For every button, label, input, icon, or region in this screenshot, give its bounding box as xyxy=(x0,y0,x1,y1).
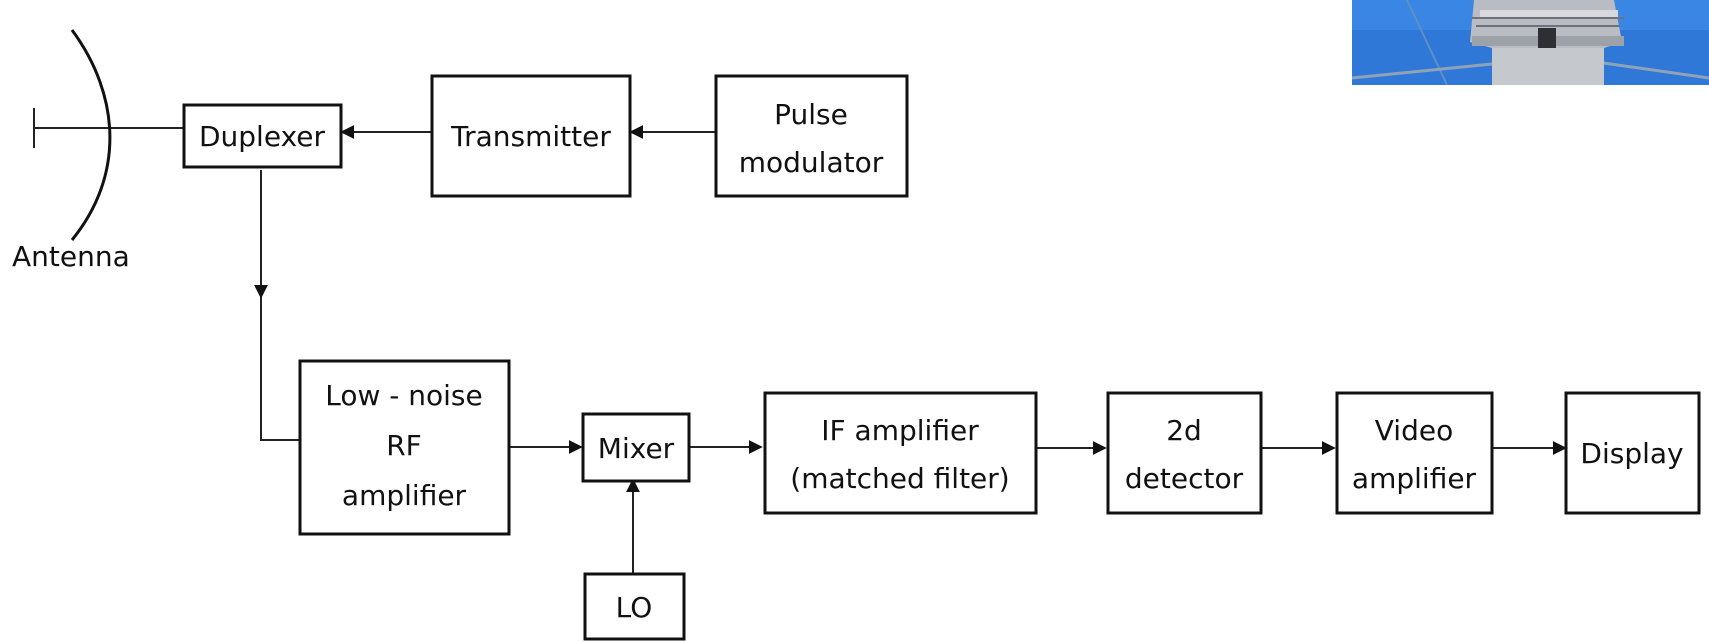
transmitter-block: Transmitter xyxy=(430,74,632,198)
radar-tower-image xyxy=(1352,0,1709,85)
transmitter-label: Transmitter xyxy=(450,120,611,153)
display-block: Display xyxy=(1564,391,1701,515)
display-label: Display xyxy=(1580,437,1683,470)
duplexer-block: Duplexer xyxy=(182,103,343,169)
pulse-modulator-label-line-1: Pulse xyxy=(774,98,848,131)
if-amplifier-block: IF amplifier (matched filter) xyxy=(763,391,1038,515)
pulse-modulator-block: Pulse modulator xyxy=(714,74,909,198)
if-amplifier-label-line-1: IF amplifier xyxy=(821,414,979,447)
rf-amplifier-label-line-1: Low - noise xyxy=(325,379,483,412)
radar-tower-photo xyxy=(1352,0,1709,85)
mixer-block: Mixer xyxy=(581,412,691,483)
video-amplifier-label-line-1: Video xyxy=(1375,414,1453,447)
duplexer-to-rf-amplifier-line xyxy=(260,170,300,441)
antenna-icon xyxy=(33,29,184,241)
video-amplifier-block: Video amplifier xyxy=(1335,391,1494,515)
pulse-modulator-label-line-2: modulator xyxy=(739,146,884,179)
mixer-label: Mixer xyxy=(598,432,675,465)
rf-amplifier-label-line-2: RF xyxy=(386,429,422,462)
detector-block: 2d detector xyxy=(1106,391,1263,515)
duplexer-label: Duplexer xyxy=(199,120,326,153)
lo-block: LO xyxy=(583,572,686,641)
detector-label-line-2: detector xyxy=(1125,462,1244,495)
antenna-label: Antenna xyxy=(12,240,130,273)
rf-amplifier-label-line-3: amplifier xyxy=(342,479,467,512)
if-amplifier-label-line-2: (matched filter) xyxy=(790,462,1009,495)
detector-label-line-1: 2d xyxy=(1166,414,1202,447)
video-amplifier-label-line-2: amplifier xyxy=(1352,462,1477,495)
low-noise-rf-amplifier-block: Low - noise RF amplifier xyxy=(298,359,511,536)
lo-label: LO xyxy=(616,591,653,624)
